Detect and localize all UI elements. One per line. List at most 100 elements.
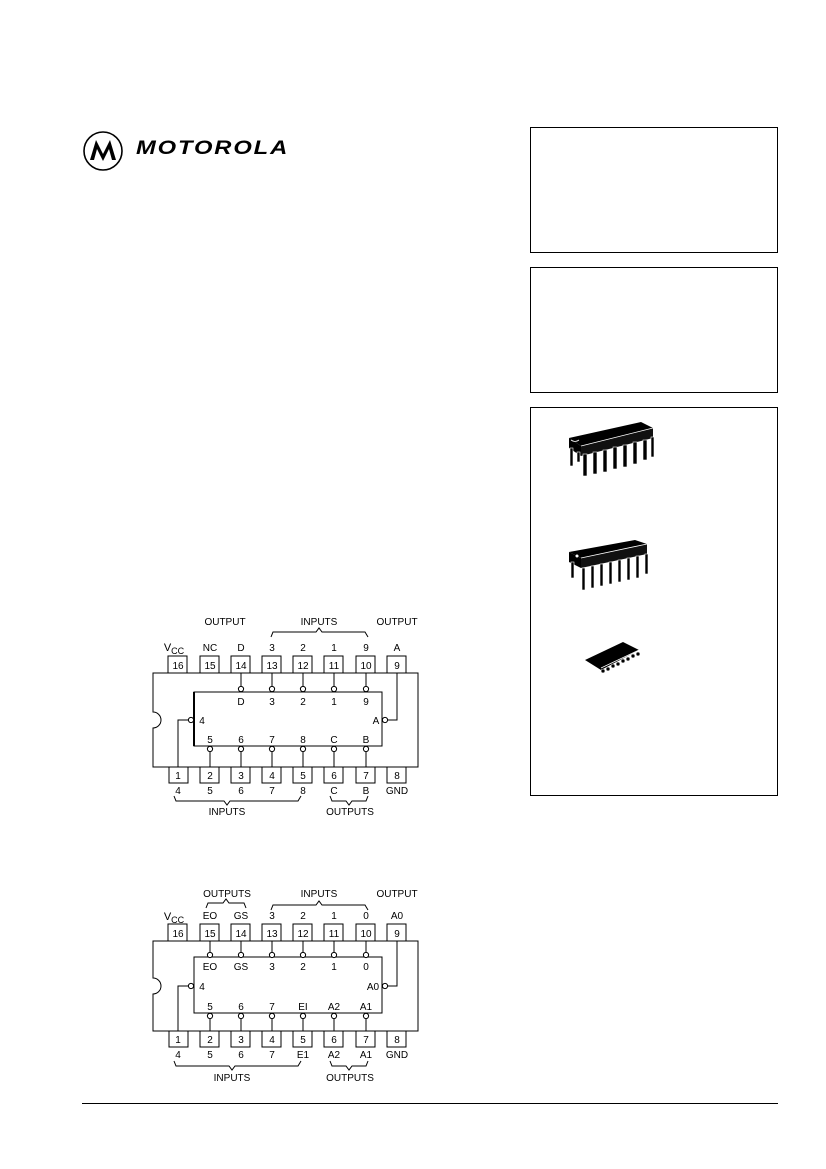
- inner-label-7: 7: [269, 1002, 275, 1013]
- group-label-inputs-bottom: INPUTS: [214, 1073, 251, 1084]
- inner-label-0: 0: [363, 962, 369, 973]
- pin-number-9: 9: [394, 661, 400, 672]
- chip-body-outline: [152, 940, 419, 1032]
- inner-label-1: 1: [331, 962, 337, 973]
- inner-label-A: A: [373, 716, 380, 727]
- pin-number-4: 4: [269, 1035, 275, 1046]
- pin-label-9: A0: [391, 911, 404, 922]
- package-panel: [530, 407, 778, 796]
- pin-label-4: 7: [269, 1050, 275, 1061]
- pinout-diagram-1: OUTPUT INPUTS OUTPUT VCC NC D 3 2 1 9 A …: [140, 610, 440, 825]
- pinout-diagram-2: OUTPUTS INPUTS OUTPUT VCC EO GS 3 2 1 0 …: [140, 880, 440, 1095]
- group-label-inputs-top: INPUTS: [301, 617, 338, 628]
- brace-outputs-top: [205, 898, 247, 909]
- pin-label-7: A1: [360, 1050, 373, 1061]
- pin-number-6: 6: [331, 1035, 337, 1046]
- pin-number-12: 12: [297, 929, 309, 940]
- pin-number-14: 14: [235, 661, 247, 672]
- ic-soic-package-icon: [585, 642, 641, 674]
- pin-label-2: 5: [207, 786, 213, 797]
- group-label-output-left: OUTPUT: [204, 617, 245, 628]
- pin-number-3: 3: [238, 771, 244, 782]
- group-label-inputs-top: INPUTS: [301, 889, 338, 900]
- brace-inputs-top: [270, 627, 369, 638]
- pin-label-8: GND: [386, 786, 408, 797]
- inner-label-3: 3: [269, 962, 275, 973]
- motorola-logo: MOTOROLA: [82, 130, 302, 172]
- pin-label-11: 1: [331, 643, 337, 654]
- pin-number-16: 16: [172, 661, 184, 672]
- pin-label-16: VCC: [164, 911, 185, 925]
- inner-label-A0: A0: [367, 982, 380, 993]
- pin-label-9: A: [394, 643, 401, 654]
- pin-label-15: NC: [203, 643, 217, 654]
- inner-label-B: B: [363, 735, 370, 746]
- inner-label-1: 1: [331, 697, 337, 708]
- pin-label-5: 8: [300, 786, 306, 797]
- pin-number-4: 4: [269, 771, 275, 782]
- pin-label-10: 0: [363, 911, 369, 922]
- inner-label-4: 4: [199, 982, 205, 993]
- pin-label-8: GND: [386, 1050, 408, 1061]
- group-label-outputs-left: OUTPUTS: [203, 889, 251, 900]
- pin-number-6: 6: [331, 771, 337, 782]
- ic-dip-package-icon: [569, 422, 655, 477]
- pin-number-13: 13: [266, 929, 278, 940]
- pin-label-3: 6: [238, 786, 244, 797]
- info-panel-2: [530, 267, 778, 393]
- pinout-diagram-svg: OUTPUTS INPUTS OUTPUT VCC EO GS 3 2 1 0 …: [152, 889, 419, 1084]
- pin-number-7: 7: [363, 771, 369, 782]
- pin-label-1: 4: [175, 786, 181, 797]
- pin-number-16: 16: [172, 929, 184, 940]
- pin-number-8: 8: [394, 1035, 400, 1046]
- footer-divider: [82, 1103, 778, 1104]
- pin-label-13: 3: [269, 911, 275, 922]
- pin-number-2: 2: [207, 771, 213, 782]
- motorola-batwing-icon: [83, 131, 123, 171]
- pin-number-1: 1: [175, 771, 181, 782]
- brace-outputs-bottom: [329, 1060, 369, 1071]
- inner-label-EI: EI: [298, 1002, 307, 1013]
- inner-label-D: D: [237, 697, 244, 708]
- pin-number-1: 1: [175, 1035, 181, 1046]
- pin-number-14: 14: [235, 929, 247, 940]
- inner-label-A2: A2: [328, 1002, 341, 1013]
- inner-label-C: C: [330, 735, 337, 746]
- group-label-inputs-bottom: INPUTS: [209, 807, 246, 818]
- inner-label-7: 7: [269, 735, 275, 746]
- pin-number-7: 7: [363, 1035, 369, 1046]
- pin-number-12: 12: [297, 661, 309, 672]
- chip-body-outline: [152, 672, 419, 768]
- pin-number-5: 5: [300, 1035, 306, 1046]
- brace-inputs-bottom: [173, 1060, 302, 1071]
- inner-label-9: 9: [363, 697, 369, 708]
- pin-label-14: GS: [234, 911, 249, 922]
- group-label-output-right: OUTPUT: [376, 617, 417, 628]
- inner-logic-box: [193, 956, 383, 1014]
- pin-number-11: 11: [329, 929, 340, 940]
- pin-number-11: 11: [329, 661, 340, 672]
- inner-label-A1: A1: [360, 1002, 373, 1013]
- pin-label-7: B: [363, 786, 370, 797]
- pin-label-10: 9: [363, 643, 369, 654]
- pin-label-16: VCC: [164, 642, 185, 656]
- pin-label-14: D: [237, 643, 244, 654]
- pin-label-11: 1: [331, 911, 337, 922]
- pin-number-5: 5: [300, 771, 306, 782]
- inner-label-2: 2: [300, 962, 306, 973]
- inner-label-4: 4: [199, 716, 205, 727]
- pin-label-1: 4: [175, 1050, 181, 1061]
- inner-label-3: 3: [269, 697, 275, 708]
- ic-dip-package-icon: [569, 540, 649, 591]
- brace-outputs-bottom: [329, 795, 369, 806]
- inner-label-EO: EO: [203, 962, 218, 973]
- pin-label-15: EO: [203, 911, 218, 922]
- pin-number-13: 13: [266, 661, 278, 672]
- inner-label-5: 5: [207, 735, 213, 746]
- pin-number-2: 2: [207, 1035, 213, 1046]
- pin-label-5: E1: [297, 1050, 310, 1061]
- inner-label-GS: GS: [234, 962, 249, 973]
- group-label-output-right: OUTPUT: [376, 889, 417, 900]
- pin-number-3: 3: [238, 1035, 244, 1046]
- pin-label-2: 5: [207, 1050, 213, 1061]
